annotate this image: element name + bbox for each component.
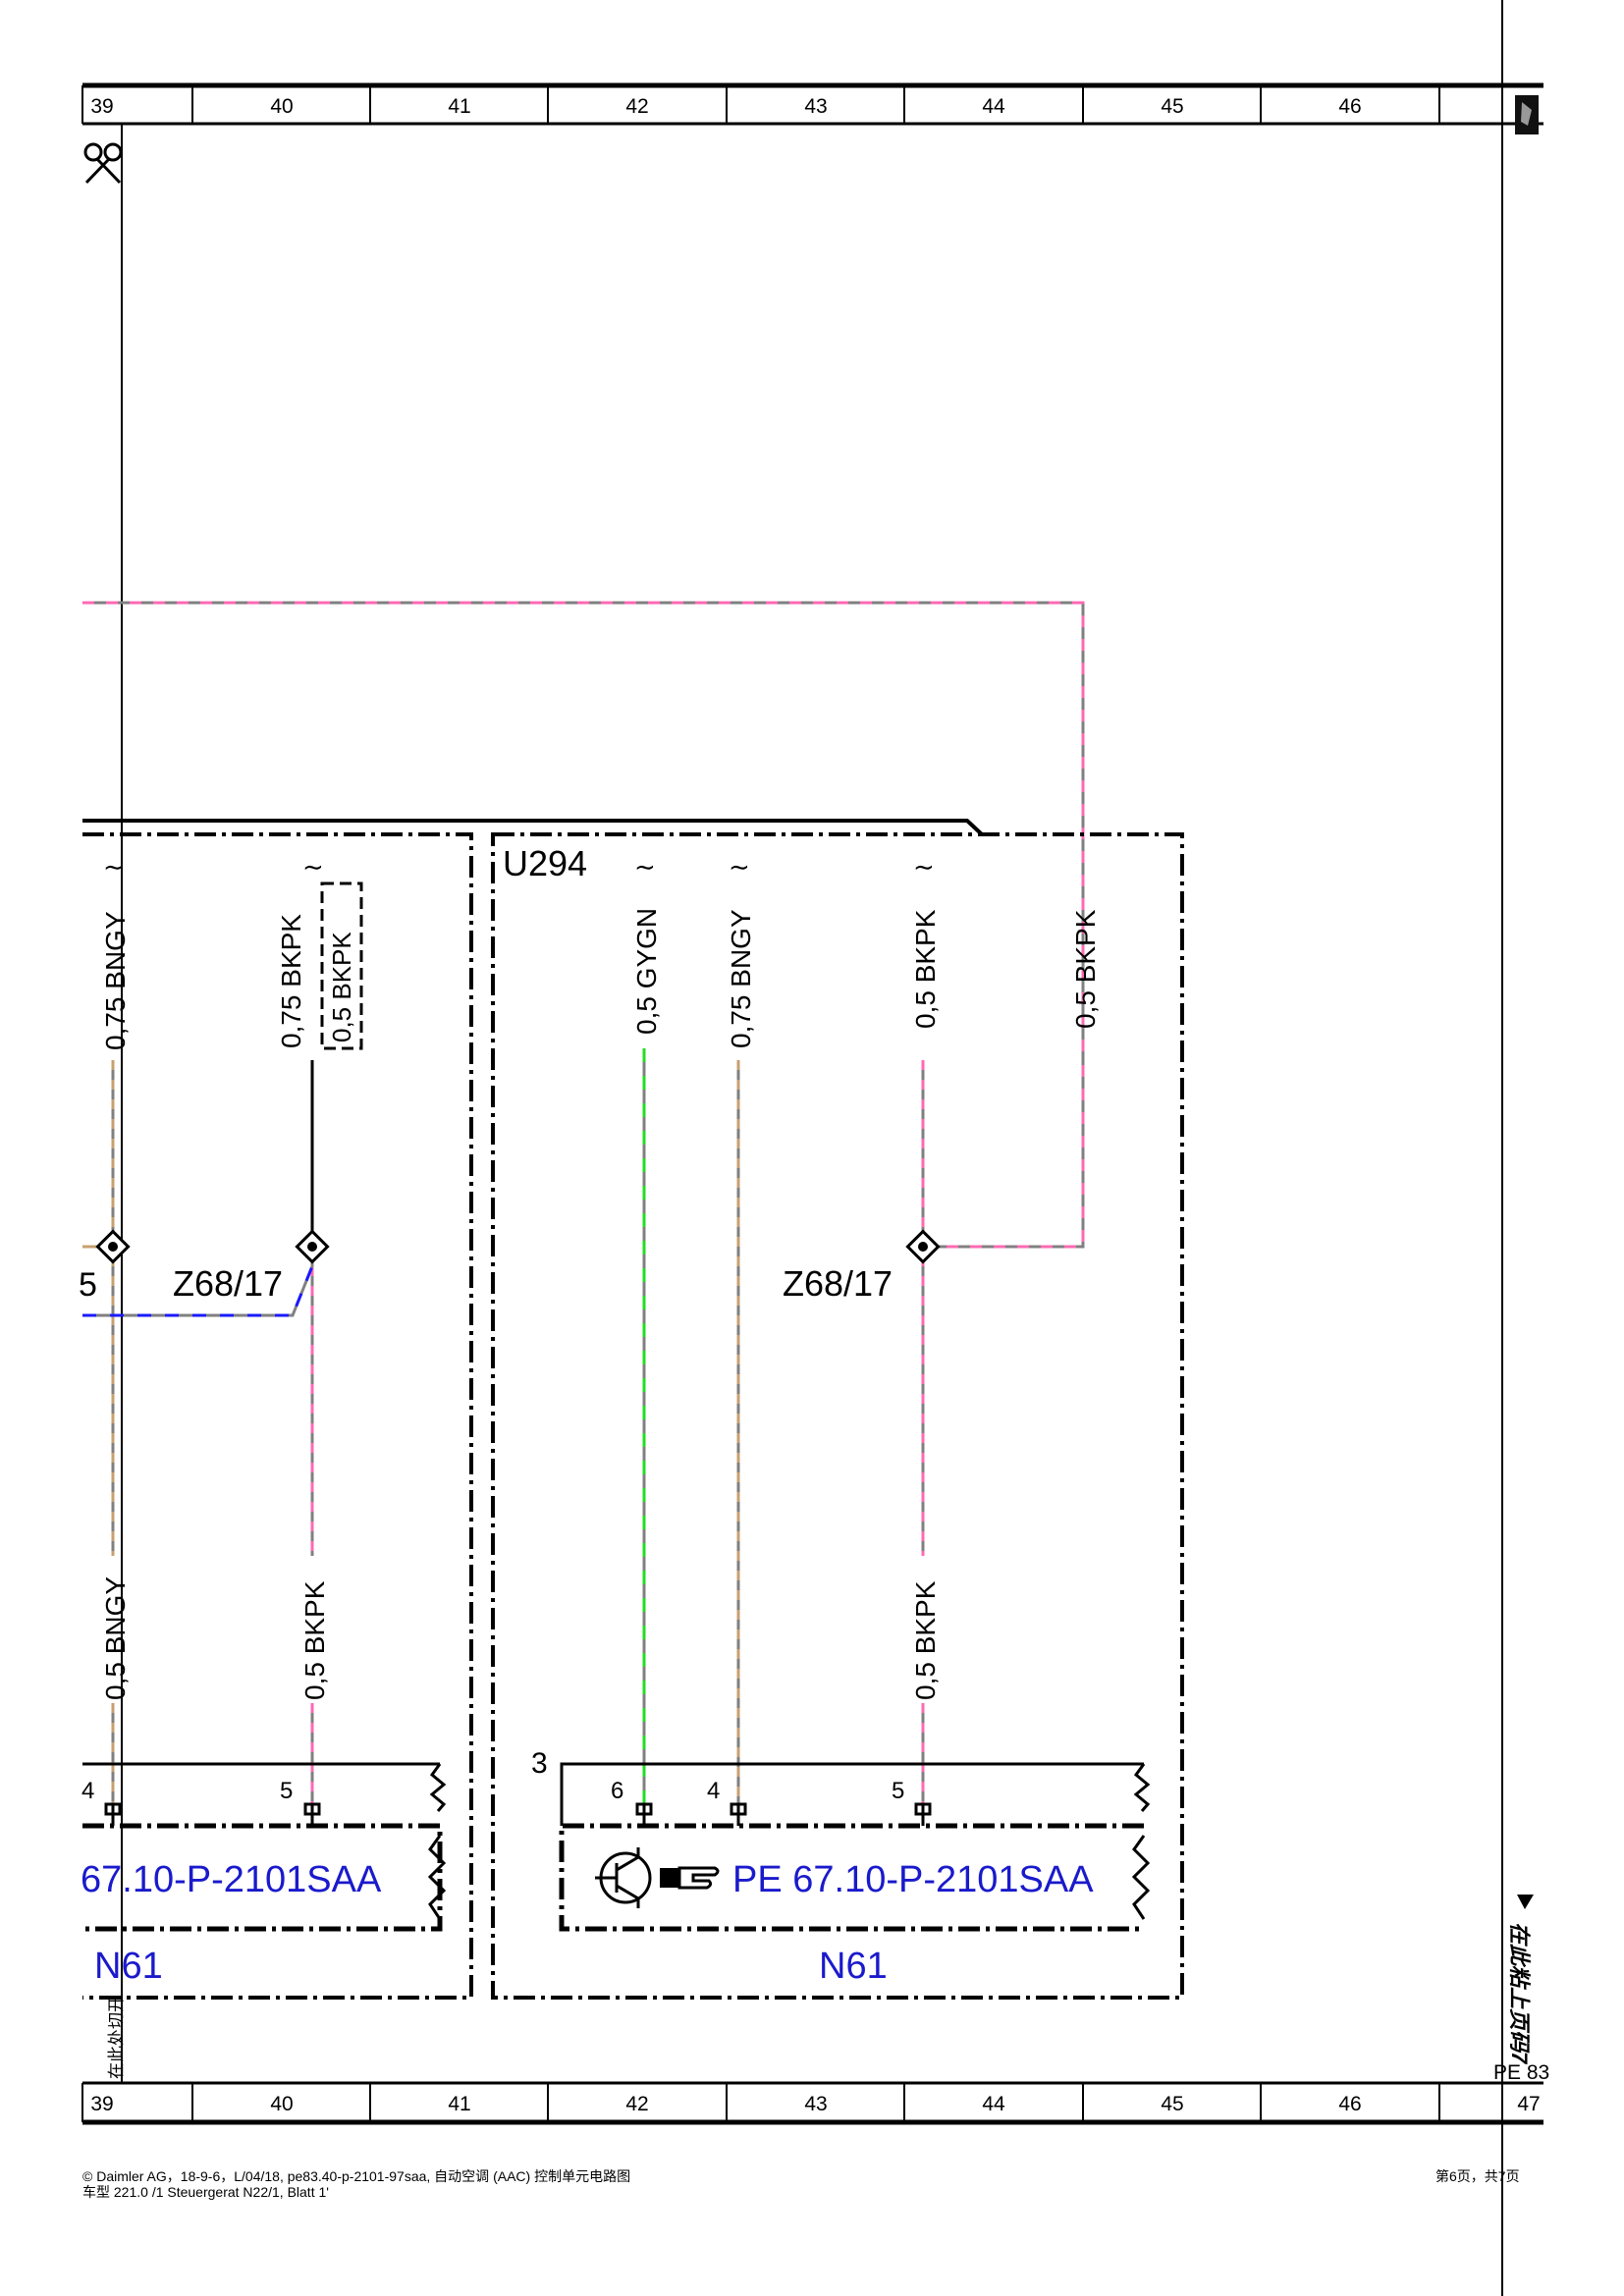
- bottom-grid-col-39: 39: [90, 2093, 113, 2115]
- right-pin-4: 4: [707, 1778, 720, 1804]
- bottom-grid-col-46: 46: [1338, 2093, 1361, 2115]
- footer-left: © Daimler AG，18-9-6，L/04/18, pe83.40-p-2…: [82, 2168, 630, 2200]
- left-splice-1: [95, 1229, 131, 1264]
- u294-module-frame: [491, 832, 1184, 2000]
- left-splice-partial: 5: [79, 1266, 97, 1304]
- top-grid-col-44: 44: [982, 95, 1005, 118]
- footer-line-1: © Daimler AG，18-9-6，L/04/18, pe83.40-p-2…: [82, 2168, 631, 2184]
- bottom-grid-col-42: 42: [625, 2093, 648, 2115]
- right-pin-5: 5: [892, 1778, 904, 1804]
- top-grid-bar: 39 40 41 42 43 44 45 46: [81, 82, 1543, 126]
- left-wire-label-1: 0,75 BNGY: [100, 911, 131, 1050]
- side-note: 在此粘上页码7: [1507, 1922, 1532, 2065]
- left-splice-2: [295, 1229, 330, 1264]
- bottom-grid-col-43: 43: [804, 2093, 827, 2115]
- bottom-grid-col-45: 45: [1161, 2093, 1183, 2115]
- left-blue-branch: [82, 1265, 314, 1317]
- top-grid-col-41: 41: [448, 95, 470, 118]
- right-component-name: N61: [819, 1946, 888, 1987]
- left-wire-label-3: 0,5 BKPK: [327, 932, 356, 1042]
- bottom-grid-col-40: 40: [270, 2093, 293, 2115]
- left-wire-label-4: 0,5 BNGY: [100, 1576, 131, 1700]
- scissors-icon: [83, 142, 123, 185]
- right-wire-label-5: 0,5 BKPK: [910, 1580, 941, 1700]
- right-component-box: [559, 1823, 1144, 1932]
- right-tilde-2: ∼: [729, 852, 750, 881]
- top-grid-col-40: 40: [270, 95, 293, 118]
- left-module-frame: [82, 832, 473, 2000]
- left-component-break: [427, 1835, 447, 1920]
- right-wire-label-1: 0,5 GYGN: [631, 908, 662, 1035]
- right-tilde-1: ∼: [634, 852, 656, 881]
- right-component-ref: PE 67.10-P-2101SAA: [732, 1859, 1094, 1900]
- left-alt-wire-box: [320, 881, 363, 1050]
- arrow-down-icon: [1517, 1895, 1534, 1909]
- right-tilde-3: ∼: [913, 852, 935, 881]
- left-wire-label-2: 0,75 BKPK: [276, 914, 306, 1048]
- left-component-box: [82, 1823, 443, 1932]
- shield-line: [82, 819, 984, 836]
- left-component-ref: 67.10-P-2101SAA: [81, 1859, 382, 1900]
- top-grid-col-46: 46: [1338, 95, 1361, 118]
- right-component-break: [1131, 1835, 1151, 1920]
- right-wire-label-2: 0,75 BNGY: [726, 909, 756, 1048]
- top-bkpk-wire: [82, 601, 1085, 1060]
- right-splice: [905, 1229, 941, 1264]
- right-splice-label: Z68/17: [783, 1263, 893, 1304]
- bottom-grid-col-41: 41: [448, 2093, 470, 2115]
- bottom-grid-bar: 39 40 41 42 43 44 45 46 47: [81, 2081, 1543, 2125]
- right-wire-label-3: 0,5 BKPK: [910, 909, 941, 1029]
- side-ref: PE 83: [1493, 2061, 1549, 2084]
- left-vertical-note: 在此处切开: [107, 1996, 126, 2079]
- right-wire-bkpk: [921, 1060, 1085, 1804]
- bottom-grid-col-47: 47: [1517, 2093, 1540, 2115]
- left-tilde-2: ∼: [302, 852, 324, 881]
- right-wire-label-4: 0,5 BKPK: [1070, 909, 1101, 1029]
- pointing-hand-icon: [660, 1866, 720, 1890]
- left-splice-label: Z68/17: [173, 1263, 283, 1304]
- right-pin-6: 6: [611, 1778, 623, 1804]
- footer-line-2: 车型 221.0 /1 Steuergerat N22/1, Blatt 1': [82, 2184, 329, 2200]
- top-grid-col-43: 43: [804, 95, 827, 118]
- left-wire-label-5: 0,5 BKPK: [299, 1580, 330, 1700]
- left-pin-5: 5: [280, 1778, 293, 1804]
- transistor-icon: [595, 1847, 652, 1908]
- left-pin-4: 4: [81, 1778, 94, 1804]
- top-grid-col-42: 42: [625, 95, 648, 118]
- right-connector-id: 3: [531, 1747, 548, 1780]
- right-connector: [560, 1762, 1151, 1826]
- corner-mark-icon: [1515, 95, 1539, 134]
- footer-page: 第6页，共7页: [1435, 2168, 1520, 2184]
- left-component-name: N61: [94, 1946, 163, 1987]
- top-grid-col-39: 39: [90, 95, 113, 118]
- bottom-grid-col-44: 44: [982, 2093, 1005, 2115]
- left-connector: [82, 1762, 447, 1826]
- left-tilde-1: ∼: [103, 852, 125, 881]
- top-grid-col-45: 45: [1161, 95, 1183, 118]
- u294-label: U294: [503, 843, 587, 883]
